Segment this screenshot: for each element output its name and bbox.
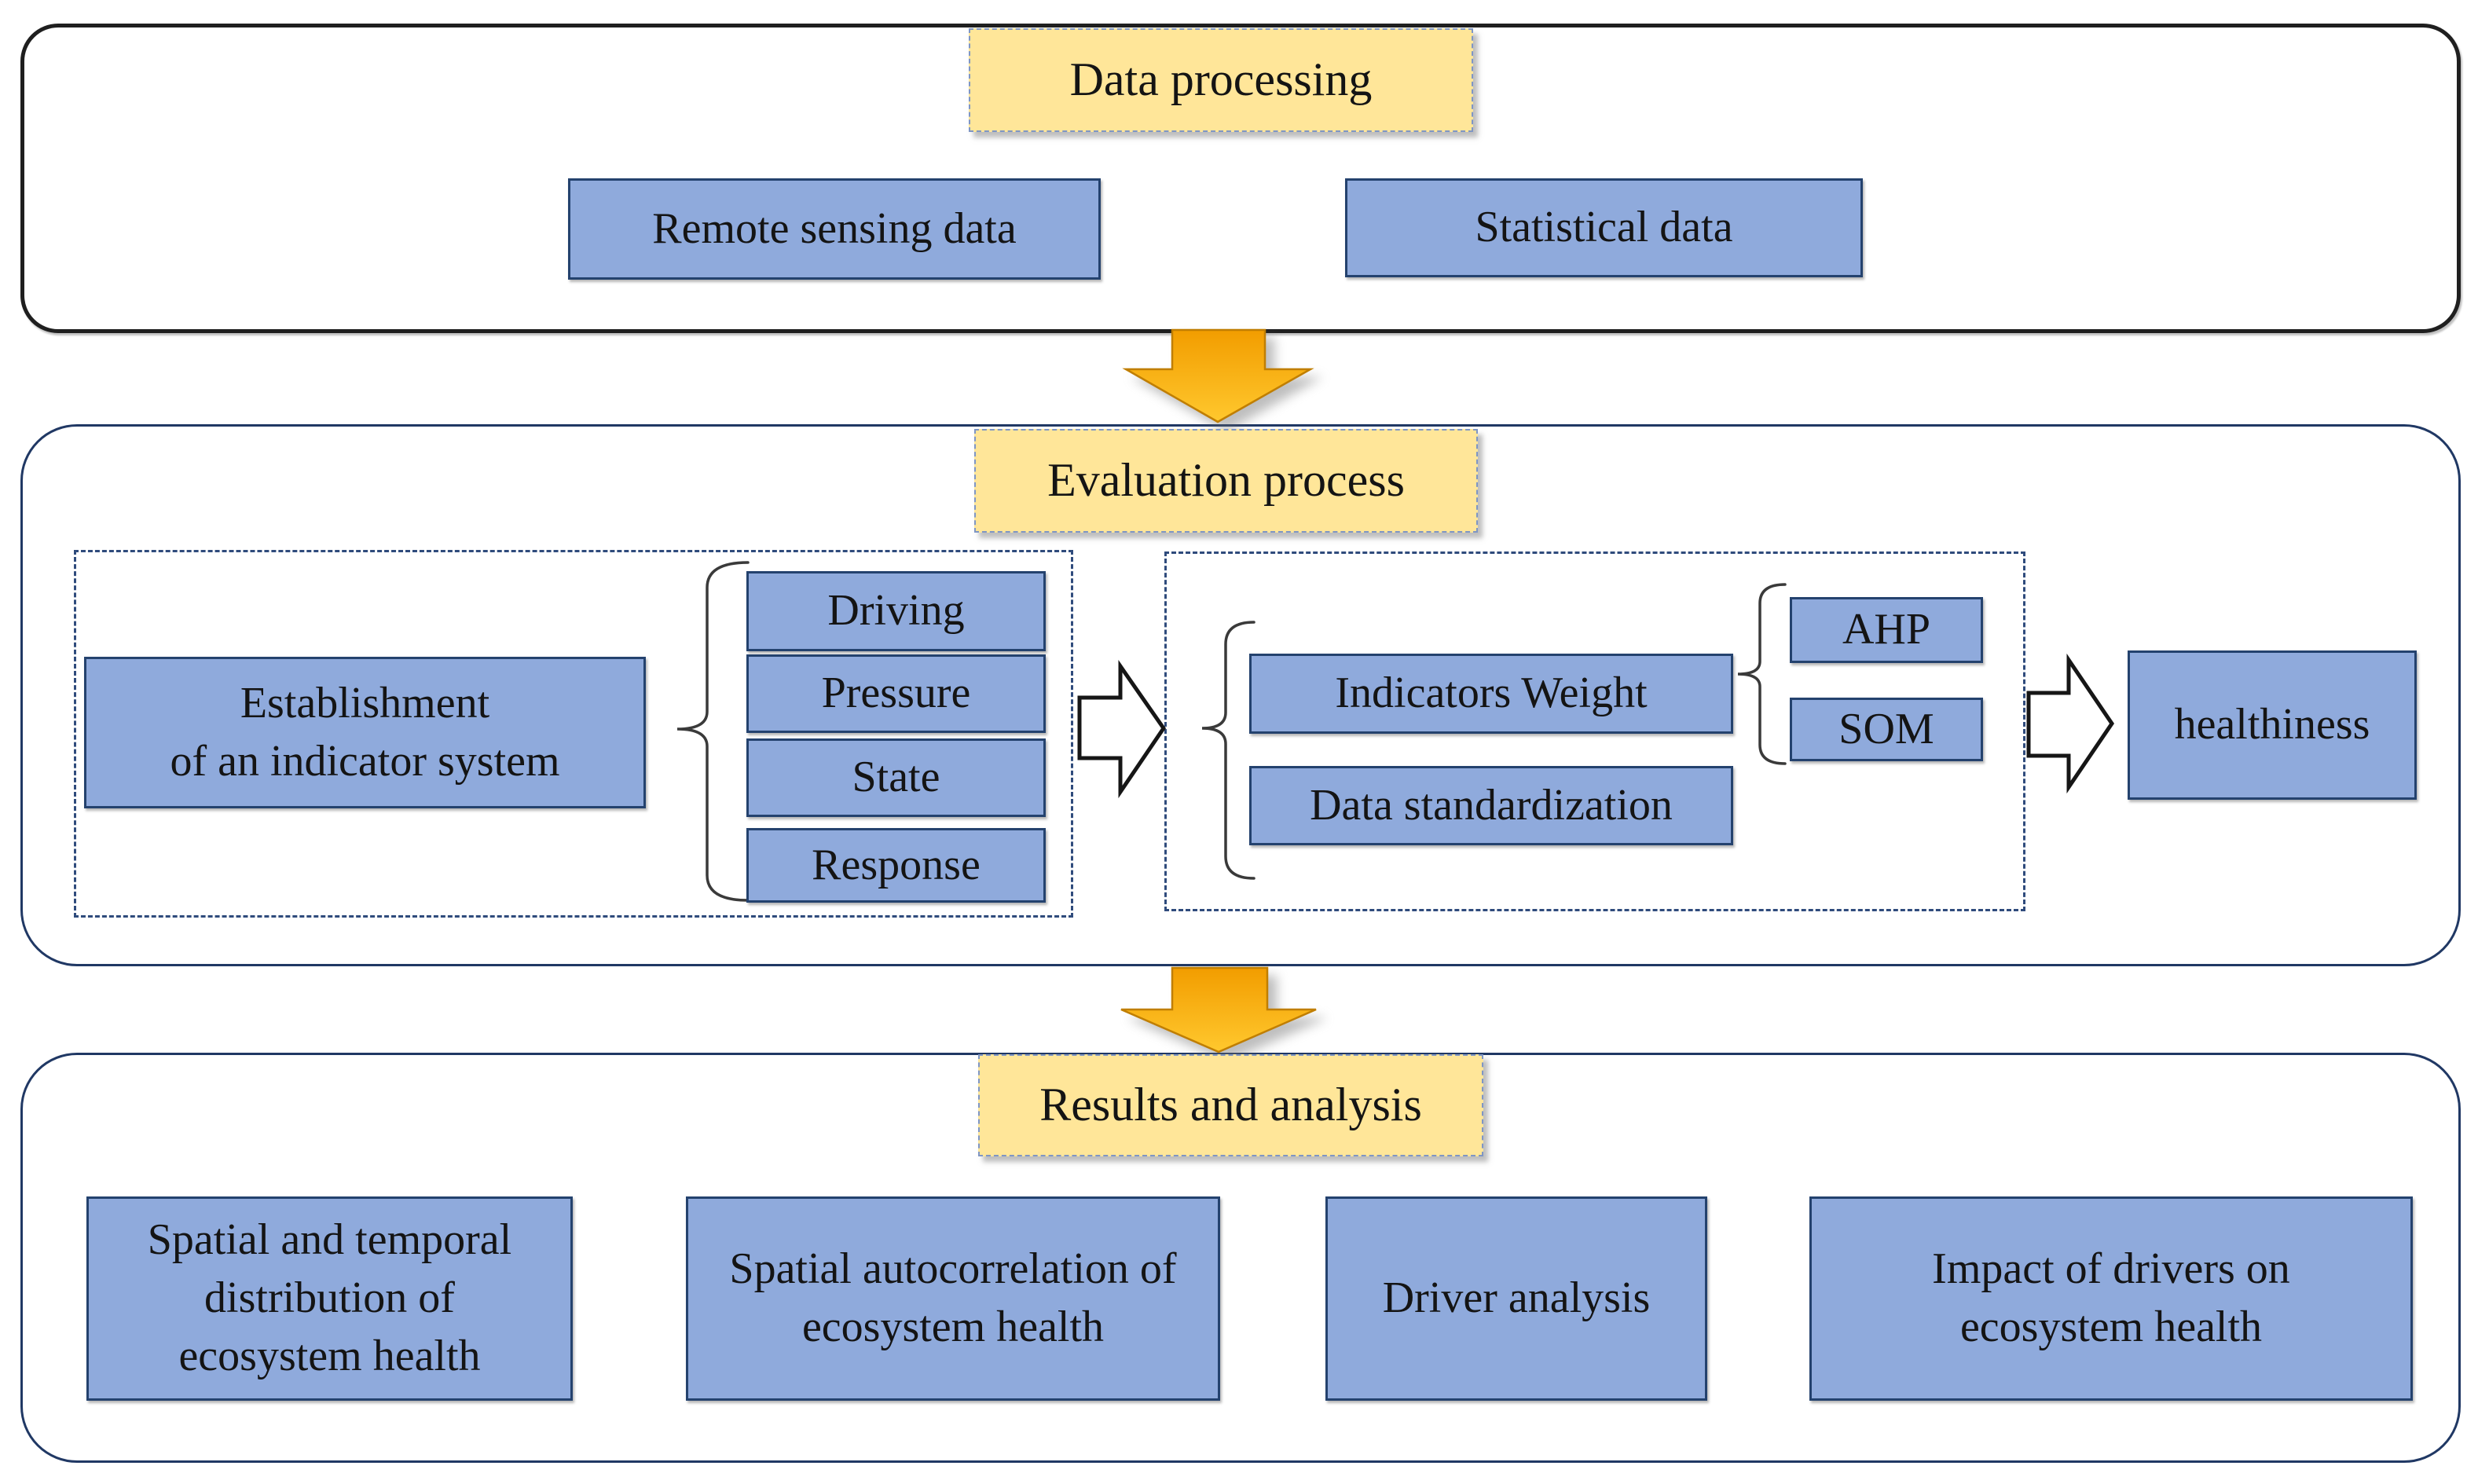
stage-title-data-processing: Data processing: [969, 28, 1473, 132]
down-arrow-icon: [1122, 328, 1314, 423]
box-establishment-indicator-system: Establishment of an indicator system: [84, 657, 646, 808]
box-indicator-response: Response: [746, 828, 1046, 903]
box-remote-sensing-data: Remote sensing data: [568, 178, 1101, 280]
box-driver-analysis: Driver analysis: [1325, 1196, 1707, 1401]
box-indicator-driving: Driving: [746, 571, 1046, 651]
box-healthiness: healthiness: [2128, 650, 2417, 800]
box-indicators-weight: Indicators Weight: [1249, 654, 1733, 734]
box-indicator-state: State: [746, 738, 1046, 817]
indicator-system-dashed-panel: [74, 550, 1073, 918]
box-indicator-pressure: Pressure: [746, 654, 1046, 733]
box-method-som: SOM: [1790, 698, 1983, 761]
box-method-ahp: AHP: [1790, 597, 1983, 663]
stage-title-evaluation-process: Evaluation process: [974, 429, 1478, 533]
stage-title-results-analysis: Results and analysis: [978, 1054, 1483, 1156]
down-arrow-icon: [1120, 966, 1317, 1053]
box-statistical-data: Statistical data: [1345, 178, 1863, 277]
box-data-standardization: Data standardization: [1249, 766, 1733, 845]
box-spatial-temporal-distribution: Spatial and temporal distribution of eco…: [86, 1196, 573, 1401]
box-impact-of-drivers: Impact of drivers on ecosystem health: [1809, 1196, 2413, 1401]
box-spatial-autocorrelation: Spatial autocorrelation of ecosystem hea…: [686, 1196, 1220, 1401]
